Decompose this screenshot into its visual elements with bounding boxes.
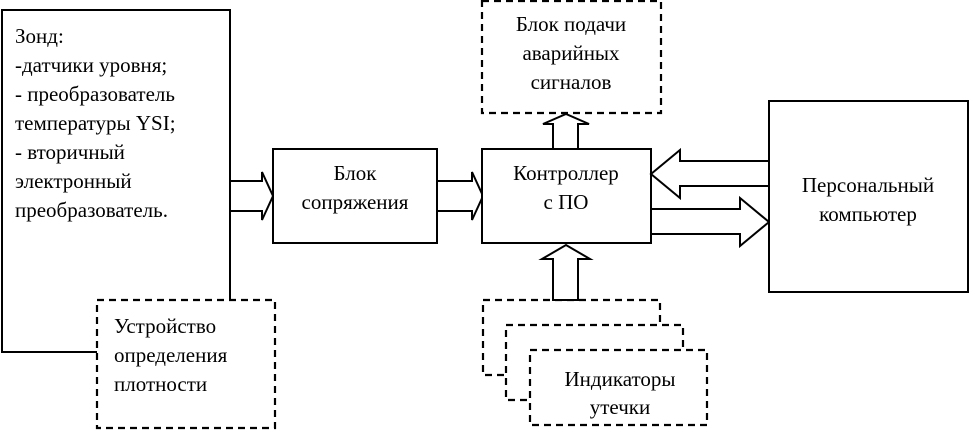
interface-line: Блок bbox=[334, 161, 378, 185]
alarm-frame bbox=[480, 0, 663, 115]
density-line: плотности bbox=[114, 372, 207, 396]
controller-block: Контроллер с ПО bbox=[481, 148, 652, 244]
probe-line: температуры YSI; bbox=[15, 111, 176, 135]
probe-line: -датчики уровня; bbox=[15, 53, 167, 77]
probe-title: Зонд: bbox=[15, 24, 64, 48]
alarm-line: сигналов bbox=[531, 70, 612, 94]
pc-line: компьютер bbox=[819, 202, 917, 226]
leak-line: Индикаторы bbox=[565, 367, 676, 391]
leak-indicators-block: Индикаторы утечки bbox=[481, 298, 709, 427]
pc-frame bbox=[768, 100, 969, 293]
interface-line: сопряжения bbox=[302, 190, 409, 214]
leak-line: утечки bbox=[590, 395, 650, 419]
arrow-controller-to-pc bbox=[650, 195, 771, 249]
probe-line: - преобразователь bbox=[15, 82, 175, 106]
alarm-line: аварийных bbox=[522, 41, 620, 65]
pc-block: Персональный компьютер bbox=[768, 100, 969, 293]
controller-frame bbox=[481, 148, 652, 244]
arrow-pc-to-controller bbox=[649, 147, 770, 201]
alarm-block: Блок подачи аварийных сигналов bbox=[480, 0, 663, 115]
probe-block: Зонд: -датчики уровня; - преобразователь… bbox=[1, 9, 231, 353]
arrow-interface-to-controller bbox=[436, 171, 485, 221]
density-line: определения bbox=[114, 343, 228, 367]
probe-frame bbox=[1, 9, 231, 353]
density-block: Устройство определения плотности bbox=[95, 298, 277, 430]
probe-line: - вторичный bbox=[15, 140, 125, 164]
density-line: Устройство bbox=[114, 314, 216, 338]
controller-line: с ПО bbox=[544, 190, 589, 214]
alarm-line: Блок подачи bbox=[516, 12, 626, 36]
controller-line: Контроллер bbox=[513, 161, 619, 185]
pc-line: Персональный bbox=[802, 173, 934, 197]
density-frame bbox=[95, 298, 277, 430]
probe-line: преобразователь. bbox=[15, 198, 168, 222]
arrow-leak-to-controller bbox=[538, 243, 594, 301]
probe-line: электронный bbox=[15, 169, 132, 193]
leak-frame-front bbox=[528, 348, 709, 427]
arrow-controller-to-alarm bbox=[542, 112, 590, 150]
interface-block: Блок сопряжения bbox=[272, 148, 438, 244]
arrow-probe-to-interface bbox=[229, 171, 275, 221]
